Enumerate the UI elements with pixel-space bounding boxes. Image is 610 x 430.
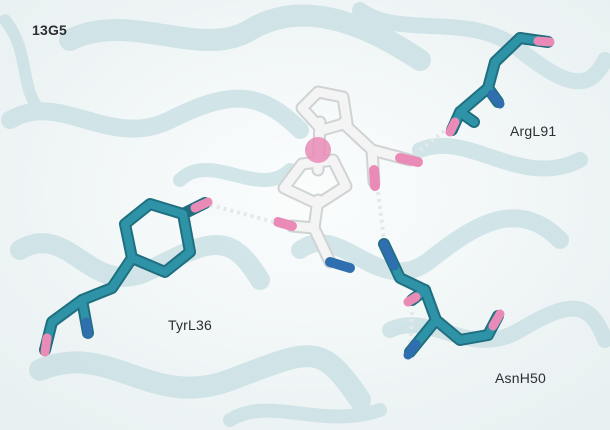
hbond-asn-ligand [376, 191, 386, 241]
panel-label: 13G5 [32, 22, 68, 38]
hydrogen-bonds [209, 126, 450, 351]
ribbon-strand [223, 403, 387, 427]
ligand-oxygen [273, 217, 297, 231]
ribbon-strand [59, 4, 431, 71]
ligand-nitrogen [325, 257, 355, 273]
ligand [273, 85, 423, 273]
hbond-arg [418, 126, 450, 152]
ligand-oxygen [395, 153, 423, 167]
ribbon-strand [412, 137, 588, 177]
residue-asn-h50 [378, 238, 505, 360]
ribbon-strand [0, 14, 46, 116]
ligand-oxygen [369, 165, 380, 191]
residue-label-arg: ArgL91 [510, 123, 557, 139]
ribbon-strand [1, 89, 309, 139]
iron-atom [305, 137, 331, 163]
ribbon-strand [173, 163, 297, 187]
residue-label-tyr: TyrL36 [168, 317, 212, 333]
residue-tyr-l36 [39, 197, 213, 357]
residue-label-asn: AsnH50 [495, 370, 547, 386]
ribbon-strand [291, 209, 569, 281]
ribbon-strand [29, 345, 371, 411]
residue-arg-l91 [445, 32, 555, 137]
